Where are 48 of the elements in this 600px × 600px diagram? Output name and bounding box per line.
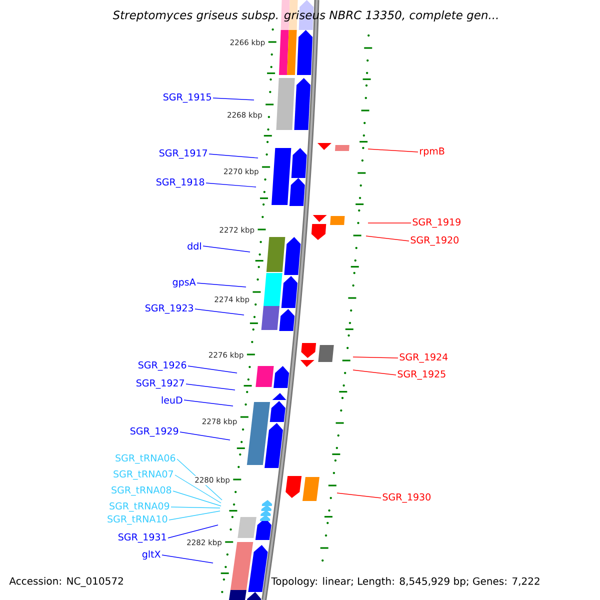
leader-line (352, 356, 398, 358)
gene-label: SGR_tRNA06 (116, 454, 176, 464)
gene-label: SGR_1929 (130, 427, 178, 437)
gene-label: SGR_1926 (138, 361, 186, 371)
leader-line (202, 246, 250, 252)
leader-line (368, 148, 418, 152)
gene-label: SGR_1923 (146, 304, 194, 314)
gene-label: SGR_tRNA10 (108, 515, 168, 525)
leader-line (172, 490, 222, 506)
leader-line (168, 524, 218, 538)
accession-text: Accession: NC_010572 (9, 577, 123, 587)
leader-line (170, 506, 220, 508)
leader-line (208, 154, 258, 158)
gene-label: SGR_1920 (410, 236, 458, 246)
genome-summary-text: Topology: linear; Length: 8,545,929 bp; Genes: 7,222 (271, 577, 540, 587)
gene-label: SGR_tRNA07 (114, 470, 173, 480)
leader-line (206, 182, 256, 188)
leader-line (184, 400, 234, 406)
leader-line (186, 384, 236, 390)
leader-line (180, 432, 230, 440)
gene-label: SGR_1925 (398, 370, 446, 380)
leader-line (368, 222, 412, 224)
gene-label: rpmB (420, 148, 444, 156)
leader-line (366, 236, 410, 242)
leader-line (212, 98, 254, 100)
gene-label: SGR_1931 (118, 533, 166, 543)
leader-line (352, 370, 396, 376)
gene-label: gpsA (172, 278, 196, 288)
leader-line (174, 474, 222, 504)
leader-line (168, 510, 220, 520)
gene-label: SGR_tRNA09 (110, 502, 170, 512)
gene-label: SGR_1927 (136, 379, 184, 389)
gene-label: SGR_1919 (412, 218, 460, 228)
gene-label: SGR_tRNA08 (112, 486, 172, 496)
gene-label: leuD (162, 396, 182, 404)
gene-label: ddl (188, 242, 201, 250)
leader-line (194, 308, 244, 316)
gene-label: SGR_1915 (164, 93, 211, 103)
gene-label: gltX (142, 550, 160, 560)
gene-label: SGR_1917 (160, 149, 207, 159)
gene-label: SGR_1924 (400, 353, 448, 363)
leader-line (162, 554, 214, 564)
leader-line (188, 366, 238, 374)
gene-label: SGR_1930 (382, 493, 430, 503)
title: Streptomyces griseus subsp. griseus NBRC 13350, complete gen... (112, 10, 498, 22)
gene-label: SGR_1918 (156, 178, 204, 188)
leader-line (336, 492, 382, 498)
leader-line (196, 282, 246, 288)
